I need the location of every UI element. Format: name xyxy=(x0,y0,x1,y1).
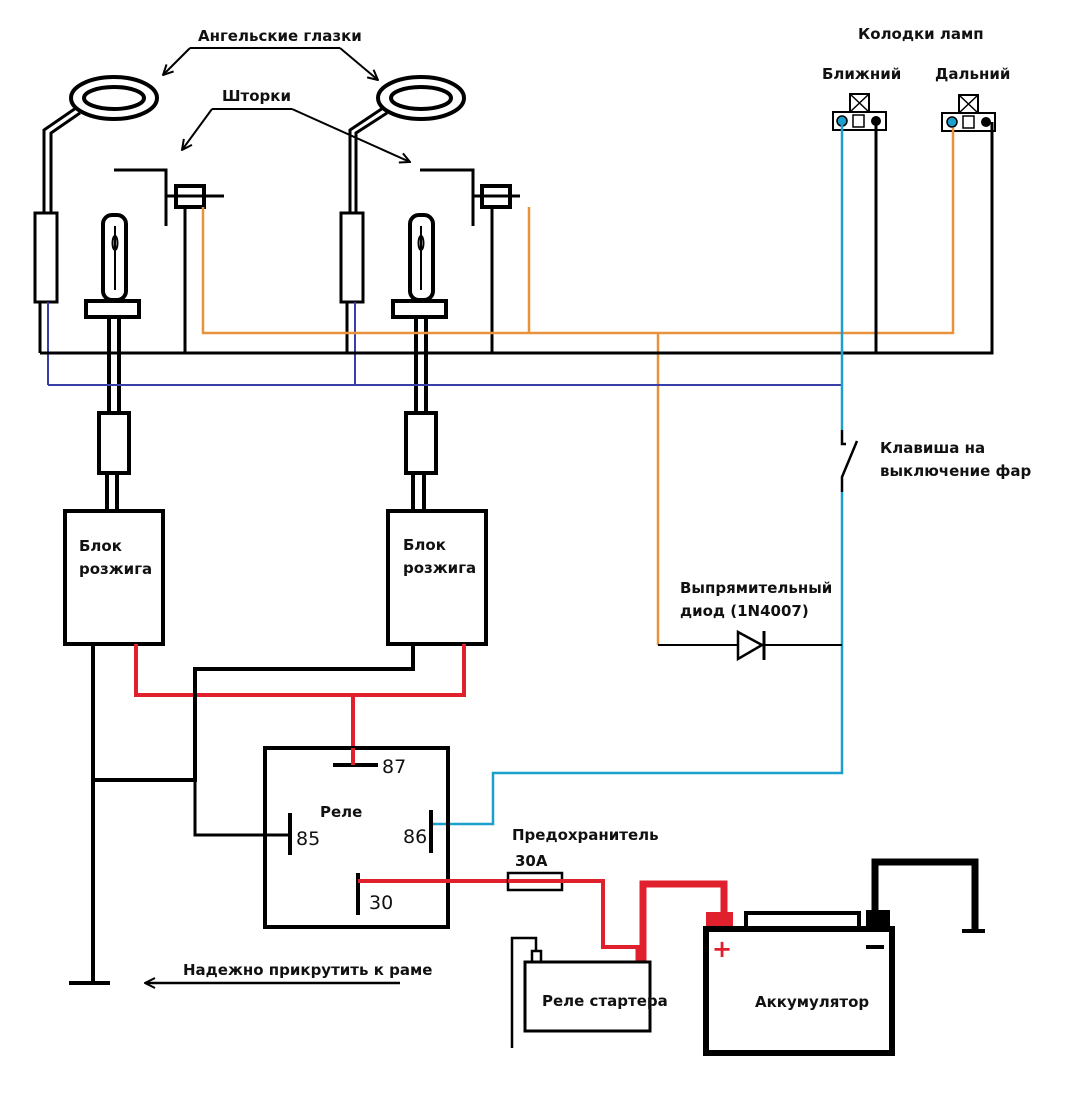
relay-pin-30-label: 30 xyxy=(369,892,393,914)
shutters-pointer-arrows xyxy=(182,108,410,162)
xenon-bulb-icon-left xyxy=(84,213,141,413)
angel-eye-ring-icon-right xyxy=(348,75,466,212)
relay-label: Реле xyxy=(320,803,362,821)
low-beam-label: Ближний xyxy=(822,65,901,83)
angel-eye-connector-right xyxy=(339,211,365,304)
relay-block: Реле 87 85 86 30 xyxy=(263,746,450,929)
ballast-left-label-line2: розжига xyxy=(79,560,152,578)
angel-eye-connector-left xyxy=(33,211,59,304)
relay-pin-87-label: 87 xyxy=(382,756,406,778)
xenon-bulb-icon-right xyxy=(391,213,448,413)
shutter-icon-right xyxy=(420,168,520,353)
switch-label-line2: выключение фар xyxy=(880,462,1032,480)
ballast-block-left: Блок розжига xyxy=(63,509,165,646)
battery-positive-terminal xyxy=(706,912,733,929)
ballast-right-label-line2: розжига xyxy=(403,559,476,577)
lamp-sockets-title: Колодки ламп xyxy=(858,25,984,43)
relay-86-control-wire xyxy=(431,492,844,826)
ballast-block-right: Блок розжига xyxy=(386,509,488,646)
angel-eyes-label: Ангельские глазки xyxy=(198,27,362,45)
ground-bus-wire xyxy=(40,122,994,355)
rectifier-diode-icon xyxy=(658,629,842,662)
high-beam-signal-wire xyxy=(201,128,955,335)
ground-note-label: Надежно прикрутить к раме xyxy=(183,961,432,979)
fuse-label-line2: 30A xyxy=(515,852,548,870)
shutter-icon-left xyxy=(114,168,224,353)
angel-eyes-pointer-arrows xyxy=(163,47,378,80)
battery-negative-cable xyxy=(871,858,979,930)
relay-pin-85-label: 85 xyxy=(296,828,320,850)
battery-positive-cable xyxy=(639,880,728,963)
low-beam-socket-icon xyxy=(832,93,887,131)
shutters-label: Шторки xyxy=(222,87,291,105)
starter-relay-block: Реле стартера xyxy=(510,936,668,1048)
ballast-connector-right xyxy=(404,411,438,475)
fuse-label-line1: Предохранитель xyxy=(512,826,659,844)
diode-label-line2: диод (1N4007) xyxy=(680,602,809,620)
battery-label: Аккумулятор xyxy=(755,993,869,1011)
ballast-connector-left xyxy=(97,411,131,475)
battery-plus-sign: + xyxy=(712,935,732,963)
battery-negative-terminal xyxy=(866,910,890,929)
left-headlight xyxy=(33,75,224,510)
fuse-30a-icon xyxy=(506,871,564,892)
headlight-switch-icon[interactable] xyxy=(840,430,859,492)
high-beam-socket-icon xyxy=(941,94,996,132)
diode-label-line1: Выпрямительный xyxy=(680,579,832,597)
ballast-left-label-line1: Блок xyxy=(79,537,122,555)
relay-pin-86-label: 86 xyxy=(403,826,427,848)
angel-eye-ring-icon-left xyxy=(42,75,159,212)
high-beam-label: Дальний xyxy=(935,65,1010,83)
ballast-power-wire xyxy=(134,644,466,697)
ballast-right-label-line1: Блок xyxy=(403,536,446,554)
relay-85-ground-wire xyxy=(193,780,290,837)
battery-block: + Аккумулятор xyxy=(703,910,895,1056)
starter-relay-label: Реле стартера xyxy=(542,992,668,1010)
switch-label-line1: Клавиша на xyxy=(880,439,985,457)
right-headlight xyxy=(339,75,520,510)
